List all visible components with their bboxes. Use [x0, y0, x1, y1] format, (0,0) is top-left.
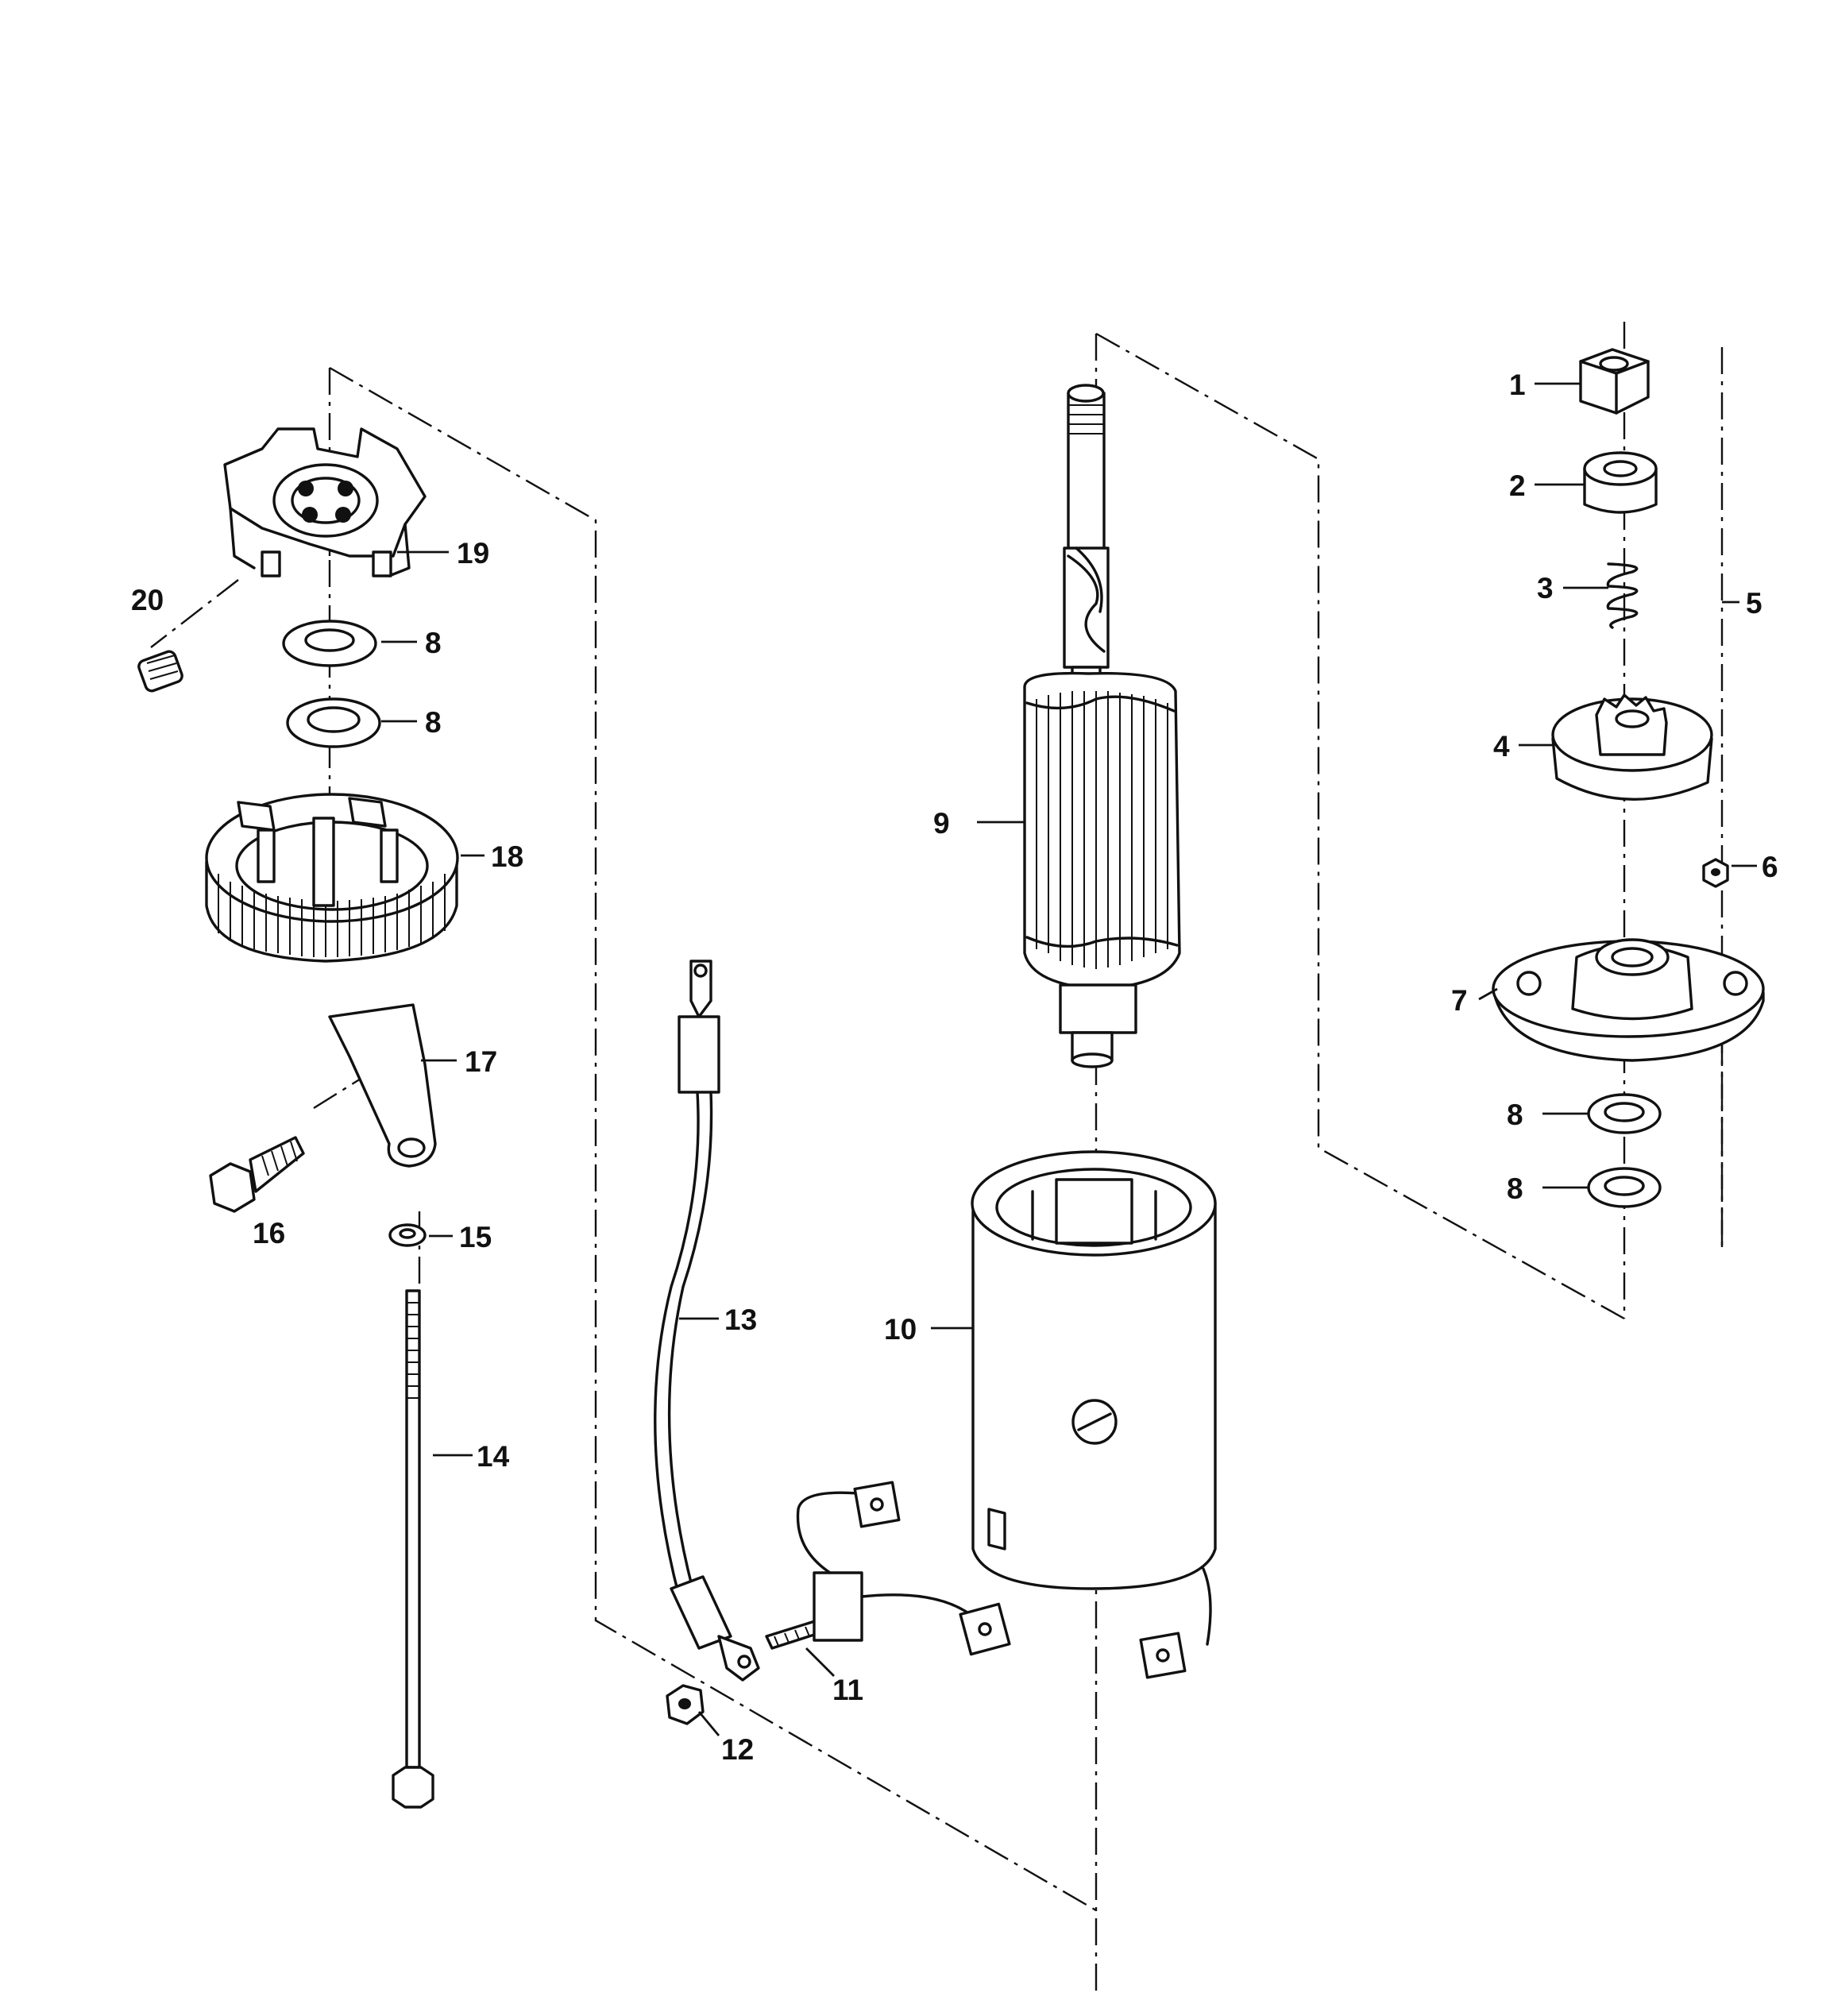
callout-12: 12: [721, 1733, 754, 1766]
callout-11: 11: [832, 1674, 863, 1706]
callout-10: 10: [884, 1313, 917, 1346]
callout-8-right-lower: 8: [1507, 1172, 1523, 1205]
end-cap-part: [223, 427, 427, 577]
leader-lines: [381, 382, 1757, 1736]
washer-part-left-upper: [282, 620, 377, 667]
callout-9: 9: [933, 807, 950, 840]
spring-part-3: [1606, 562, 1639, 629]
callout-18: 18: [491, 840, 523, 873]
washer-part-left-lower: [286, 697, 381, 748]
callout-labels: 1 2 3 4 5 6 7 8 8 8 8 9 10 11 12 13 14 1…: [131, 369, 1778, 1766]
callout-20: 20: [131, 584, 164, 616]
drive-end-head-part: [1492, 938, 1765, 1062]
nut-part-1: [1579, 348, 1650, 415]
bracket-part: [328, 1003, 437, 1168]
field-frame-part: [971, 1150, 1217, 1679]
lead-wire-part: [654, 960, 760, 1682]
nut-part-12: [666, 1684, 705, 1725]
callout-7: 7: [1451, 984, 1468, 1017]
nut-part-6: [1702, 858, 1729, 888]
callout-8-right-upper: 8: [1507, 1099, 1523, 1131]
callout-13: 13: [724, 1303, 757, 1336]
callout-17: 17: [465, 1045, 497, 1078]
through-bolt-part: [392, 1289, 434, 1809]
callout-6: 6: [1762, 851, 1778, 883]
callout-3: 3: [1537, 572, 1554, 604]
pinion-gear-part: [1551, 693, 1713, 801]
callout-19: 19: [457, 537, 489, 570]
callout-5: 5: [1746, 587, 1762, 620]
washer-part-right-lower: [1587, 1167, 1662, 1208]
spring-part-20: [137, 650, 183, 693]
callout-1: 1: [1509, 369, 1526, 401]
callout-4: 4: [1493, 730, 1510, 763]
collar-part: [1583, 451, 1658, 514]
callout-8-left-lower: 8: [425, 706, 442, 739]
lock-washer-part: [388, 1223, 427, 1247]
brush-holder-ring-part: [205, 793, 459, 963]
armature-part: [1023, 384, 1181, 1068]
callout-14: 14: [477, 1440, 510, 1473]
callout-15: 15: [459, 1221, 492, 1253]
brush-terminal-part: [765, 1481, 1011, 1656]
callout-2: 2: [1509, 469, 1526, 502]
bolt-part-16: [209, 1136, 305, 1213]
callout-16: 16: [253, 1217, 285, 1249]
washer-part-right-upper: [1587, 1093, 1662, 1134]
callout-8-left-upper: 8: [425, 627, 442, 659]
